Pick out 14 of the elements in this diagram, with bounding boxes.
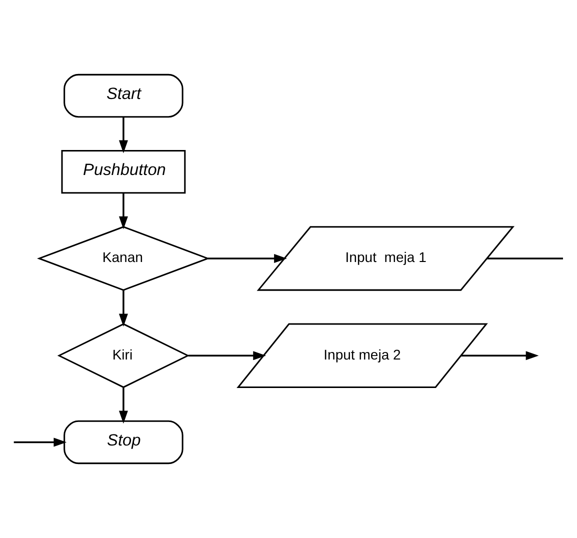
arrow <box>188 351 266 360</box>
node-box: Stop <box>64 420 184 464</box>
arrow <box>118 290 128 327</box>
arrow <box>208 254 287 263</box>
node-box: Pushbutton <box>61 150 186 194</box>
arrow <box>118 192 128 230</box>
arrow <box>118 117 128 154</box>
connector <box>487 258 563 260</box>
node-diamond: Kanan <box>37 226 210 291</box>
arrow <box>118 388 128 424</box>
node-diamond: Kiri <box>57 323 190 388</box>
arrow <box>14 438 67 447</box>
arrow <box>461 351 539 360</box>
node-box: Start <box>64 74 184 118</box>
